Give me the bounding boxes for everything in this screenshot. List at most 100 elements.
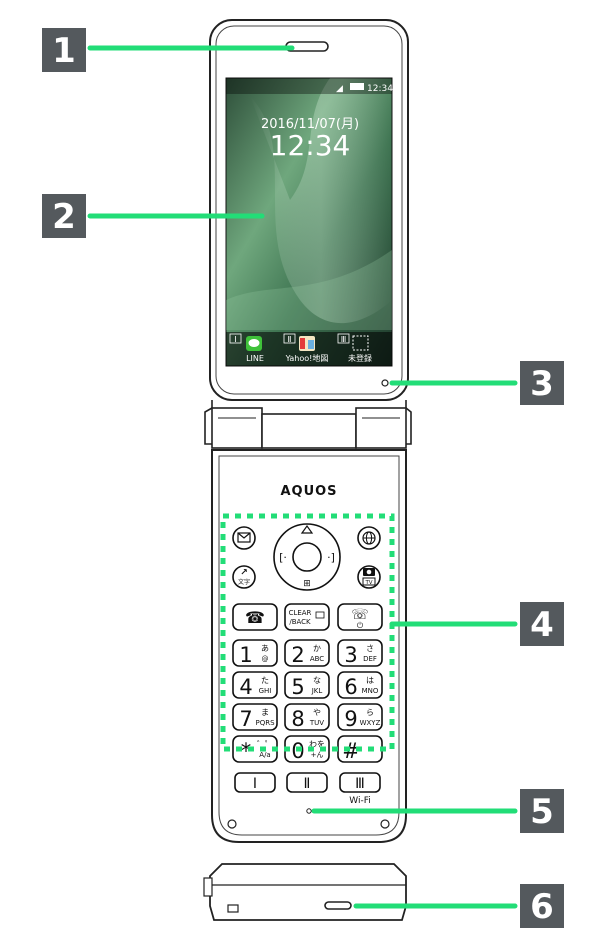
call-key[interactable]: ☎ bbox=[232, 603, 278, 631]
strap-hole bbox=[227, 904, 239, 913]
digit-main: 6 bbox=[344, 675, 357, 699]
digit-main: # bbox=[342, 739, 360, 763]
digit-main: 7 bbox=[239, 707, 252, 731]
char-key[interactable]: ↗ 文字 bbox=[232, 565, 256, 589]
svg-text:/BACK: /BACK bbox=[289, 618, 311, 626]
digit-sub: WXYZ bbox=[360, 719, 381, 727]
dock-item-1[interactable]: Ⅰ LINE bbox=[229, 333, 264, 363]
empty-slot-icon bbox=[352, 335, 369, 351]
internet-key[interactable] bbox=[357, 526, 381, 550]
digit-kana: ま bbox=[261, 708, 269, 717]
dock-item-3[interactable]: Ⅲ 未登録 bbox=[337, 333, 372, 363]
digit-sub: JKL bbox=[311, 687, 323, 695]
shortcut-key-label: Ⅱ bbox=[304, 776, 311, 792]
right-arrow-icon: ·] bbox=[327, 551, 335, 564]
shortcut-key-1[interactable]: Ⅰ bbox=[234, 772, 276, 793]
screen-time: 12:34 bbox=[270, 129, 351, 162]
phone-bottom-view bbox=[203, 863, 407, 921]
screw-right bbox=[380, 819, 390, 829]
battery-icon bbox=[350, 83, 364, 90]
svg-text:Ⅱ: Ⅱ bbox=[288, 335, 292, 344]
callout-2: 2 bbox=[42, 194, 265, 238]
svg-text:6: 6 bbox=[530, 887, 554, 927]
shortcut-key-label: Ⅰ bbox=[253, 776, 257, 792]
svg-text:TV: TV bbox=[364, 580, 372, 586]
shortcut-key-3[interactable]: Ⅲ bbox=[339, 772, 381, 793]
d-pad[interactable]: [· ·] ⊞ bbox=[273, 523, 341, 591]
svg-text:文字: 文字 bbox=[238, 578, 250, 586]
shortcut-key-label: Ⅲ bbox=[355, 776, 365, 792]
center-key[interactable] bbox=[292, 542, 322, 572]
digit-main: 8 bbox=[291, 707, 304, 731]
digit-sub: ABC bbox=[310, 655, 324, 663]
phone-lower-half: AQUOS ↗ 文字 TV bbox=[211, 449, 407, 843]
digit-sub: TUV bbox=[309, 719, 324, 727]
digit-kana: あ bbox=[261, 644, 269, 653]
callout-5: 5 bbox=[311, 789, 564, 833]
phone-upper-half: ◢ 12:34 2016/11/07(月) 12:34 Ⅰ LINE Ⅱ Yah… bbox=[209, 19, 409, 401]
display-screen: ◢ 12:34 2016/11/07(月) 12:34 Ⅰ LINE Ⅱ Yah… bbox=[225, 77, 393, 367]
digit-kana: ゛゜ bbox=[257, 740, 273, 749]
digit-kana: さ bbox=[366, 644, 374, 653]
digit-main: 4 bbox=[239, 675, 252, 699]
keypad-highlight bbox=[220, 513, 395, 752]
digit-kana: た bbox=[261, 676, 269, 685]
left-arrow-icon: [· bbox=[279, 551, 287, 564]
up-arrow-icon bbox=[300, 524, 314, 534]
svg-text:CLEAR: CLEAR bbox=[289, 609, 312, 617]
digit-sub: MNO bbox=[362, 687, 379, 695]
digit-main: 3 bbox=[344, 643, 357, 667]
memo-icon bbox=[315, 611, 325, 619]
svg-text:5: 5 bbox=[530, 792, 554, 832]
digit-kana: わを bbox=[309, 740, 325, 749]
digit-sub: A/a bbox=[259, 751, 270, 759]
phone-icon: ☎ bbox=[245, 608, 265, 627]
digit-kana: は bbox=[366, 676, 374, 685]
digit-sub: PQRS bbox=[255, 719, 275, 727]
status-time: 12:34 bbox=[367, 84, 393, 94]
end-power-key[interactable]: ☏ ⏻ bbox=[337, 603, 383, 631]
light-sensor bbox=[381, 379, 389, 387]
microphone bbox=[306, 808, 312, 814]
brand-logo: AQUOS bbox=[280, 484, 337, 499]
arrow-char-icon: ↗ bbox=[240, 568, 248, 578]
digit-kana: ら bbox=[366, 708, 374, 717]
digit-sub: GHI bbox=[259, 687, 272, 695]
callout-1: 1 bbox=[42, 28, 295, 72]
wifi-label: Wi-Fi bbox=[349, 796, 370, 806]
svg-text:1: 1 bbox=[52, 31, 76, 71]
clear-back-key[interactable]: CLEAR /BACK bbox=[284, 603, 330, 631]
digit-kana: か bbox=[313, 644, 321, 653]
digit-main: 2 bbox=[291, 643, 304, 667]
callout-4: 4 bbox=[220, 513, 564, 752]
digit-sub: DEF bbox=[363, 655, 377, 663]
dock-item-2[interactable]: Ⅱ Yahoo!地図 bbox=[283, 333, 329, 363]
dock-label-empty: 未登録 bbox=[348, 353, 372, 363]
signal-icon: ◢ bbox=[336, 84, 343, 94]
svg-text:Ⅲ: Ⅲ bbox=[341, 335, 347, 344]
svg-text:Ⅰ: Ⅰ bbox=[234, 335, 236, 344]
digit-main: * bbox=[241, 739, 252, 763]
dock-label-map: Yahoo!地図 bbox=[285, 353, 329, 363]
book-icon: ⊞ bbox=[303, 579, 311, 589]
shortcut-keys: Ⅰ Ⅱ Ⅲ bbox=[234, 772, 381, 793]
shortcut-key-2[interactable]: Ⅱ bbox=[286, 772, 328, 793]
end-call-icon: ☏ bbox=[351, 607, 369, 623]
usb-port bbox=[324, 901, 352, 910]
digit-sub: @ bbox=[262, 655, 269, 663]
mail-key[interactable] bbox=[232, 526, 256, 550]
camera-tv-key[interactable]: TV bbox=[357, 565, 381, 589]
mail-icon bbox=[237, 532, 251, 543]
hinge bbox=[204, 400, 412, 449]
digit-sub: +ん bbox=[311, 751, 324, 759]
